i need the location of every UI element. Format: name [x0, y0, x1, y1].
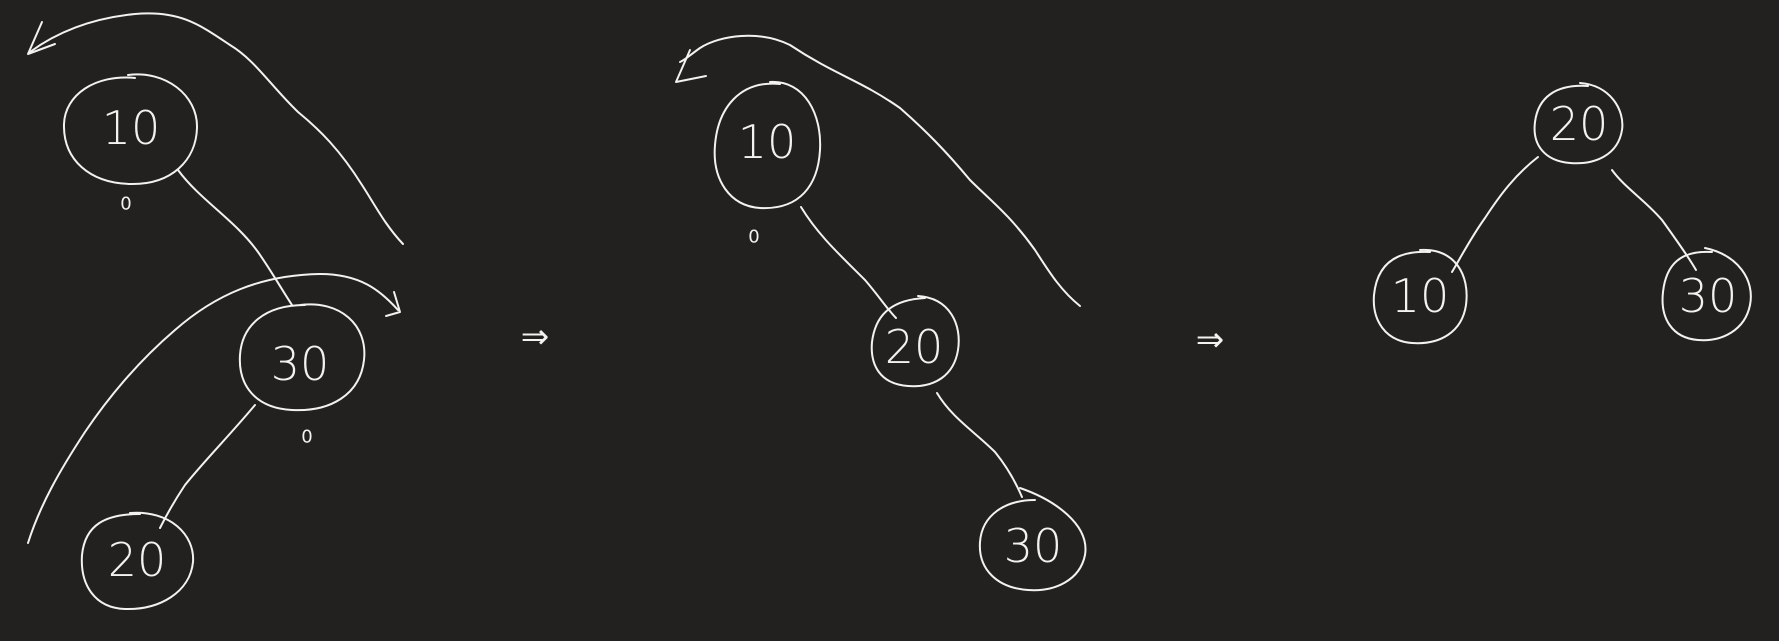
stage-3: 20 10 30 — [1372, 82, 1752, 345]
node-circle — [1533, 82, 1624, 165]
stage-1-edge-30-20 — [159, 404, 256, 529]
stage-3-node-10: 10 — [1372, 248, 1468, 345]
stage-2-edge-10-20 — [800, 206, 897, 319]
stage-2-edge-20-30 — [936, 392, 1023, 498]
stage-2: 10 0 20 30 — [675, 34, 1087, 592]
transition-arrow-1: ⇒ — [521, 317, 550, 357]
stage-3-node-20: 20 — [1533, 82, 1624, 165]
stage-2-node-10: 10 0 — [713, 80, 822, 248]
stage-2-rotation-arrowhead-left — [675, 49, 707, 83]
node-circle — [870, 295, 960, 388]
node-circle — [1372, 248, 1468, 345]
balance-factor: 0 — [120, 194, 131, 215]
stage-3-edge-20-30 — [1611, 169, 1697, 271]
stage-1: 10 0 30 0 20 — [27, 12, 404, 611]
node-label: 30 — [271, 337, 330, 391]
stage-2-node-30: 30 — [978, 487, 1087, 592]
node-circle — [713, 80, 822, 210]
stage-2-node-20: 20 — [870, 295, 960, 388]
balance-factor: 0 — [748, 227, 759, 248]
node-label: 30 — [1679, 269, 1738, 323]
stage-3-node-30: 30 — [1661, 247, 1752, 342]
stage-1-rotation-arrow-left — [29, 12, 404, 245]
node-circle — [62, 73, 199, 186]
stage-1-node-30: 30 0 — [238, 303, 366, 448]
stage-3-edge-20-10 — [1451, 156, 1539, 273]
stage-1-rotation-arrowhead-right — [385, 291, 401, 317]
node-label: 10 — [102, 101, 161, 155]
node-circle — [978, 487, 1087, 592]
node-circle — [238, 303, 366, 412]
node-label: 20 — [108, 533, 167, 587]
node-circle — [1661, 247, 1752, 342]
stage-1-node-20: 20 — [80, 511, 195, 611]
node-label: 10 — [1391, 269, 1450, 323]
node-label: 20 — [1550, 97, 1609, 151]
stage-1-rotation-arrow-right — [27, 273, 399, 544]
transition-arrow-2: ⇒ — [1196, 320, 1225, 360]
stage-1-rotation-arrowhead-left — [27, 21, 56, 55]
node-label: 10 — [738, 115, 797, 169]
node-label: 30 — [1004, 519, 1063, 573]
node-circle — [80, 511, 195, 611]
stage-2-rotation-arrow-left — [679, 34, 1081, 307]
node-label: 20 — [885, 320, 944, 374]
balance-factor: 0 — [301, 427, 312, 448]
stage-1-edge-10-30 — [177, 169, 293, 306]
stage-1-node-10: 10 0 — [62, 73, 199, 215]
